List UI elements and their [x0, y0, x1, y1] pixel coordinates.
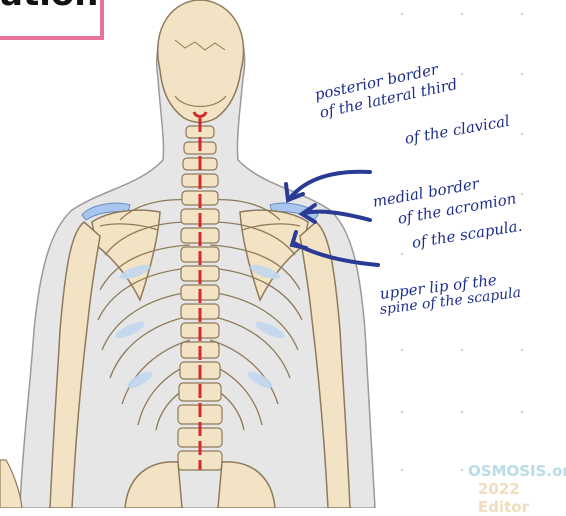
watermark-edition: 2022 Editor [478, 480, 566, 516]
left-forearm [0, 460, 22, 508]
title-text: ation [0, 0, 98, 14]
watermark-osmosis: OSMOSIS.org [468, 462, 566, 480]
title-frame: ation [0, 0, 104, 40]
